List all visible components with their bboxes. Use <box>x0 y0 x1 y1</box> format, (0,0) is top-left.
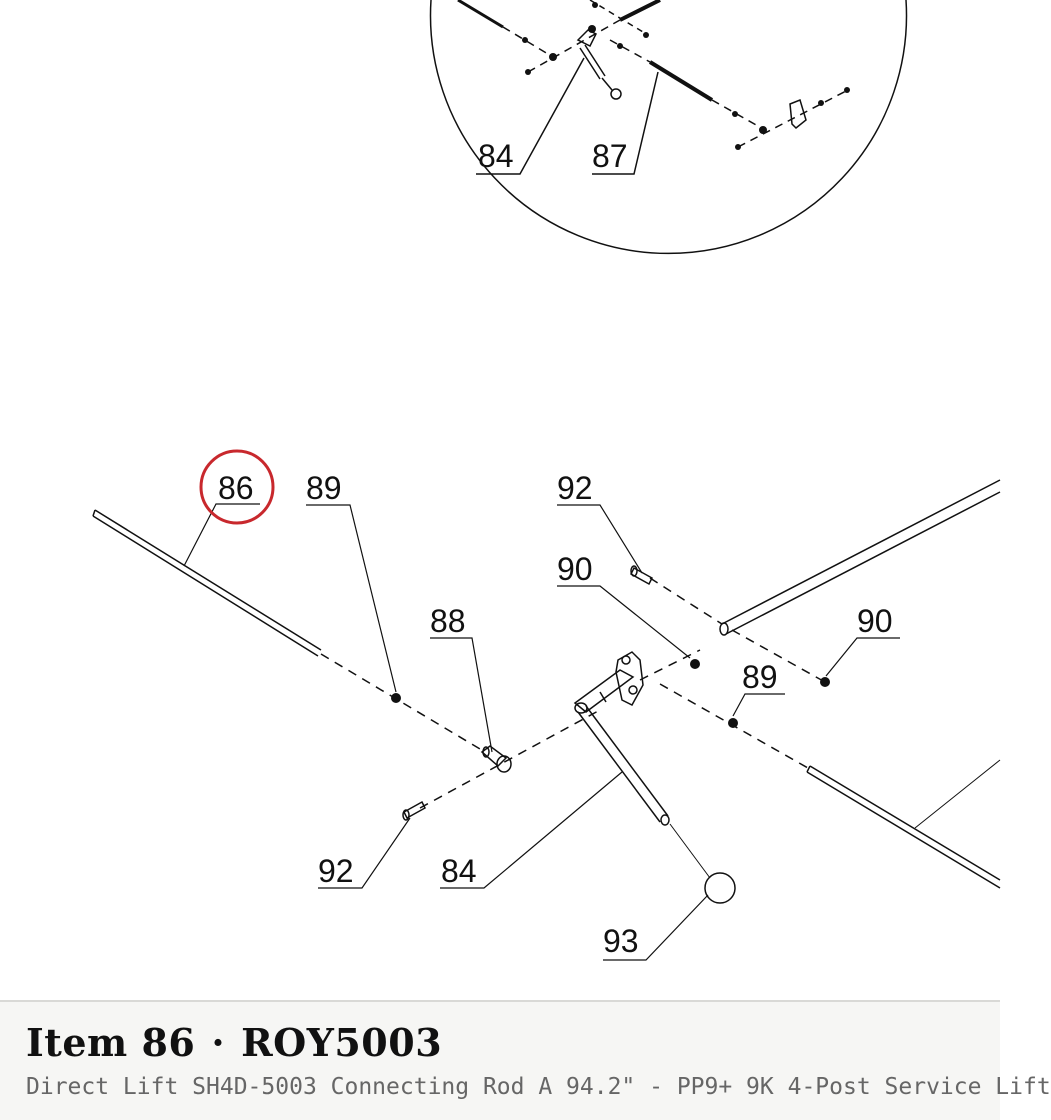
callout-92-bottom[interactable]: 92 <box>318 853 354 889</box>
connecting-rod-lower <box>806 765 1001 889</box>
leader-90-left <box>557 585 691 659</box>
callout-88[interactable]: 88 <box>430 603 466 639</box>
leader-89-left <box>306 504 397 693</box>
leader-92-bottom <box>318 817 411 889</box>
connecting-rod-86 <box>92 509 322 657</box>
callout-inset-84: 84 <box>478 138 514 174</box>
callout-92-top[interactable]: 92 <box>557 470 593 506</box>
highlight-ring <box>199 449 275 525</box>
leader-93 <box>603 894 709 961</box>
title-separator: · <box>211 1020 226 1065</box>
connecting-rod-upper <box>719 479 1001 636</box>
part-number: ROY5003 <box>241 1020 443 1065</box>
callout-90-right[interactable]: 90 <box>857 603 893 639</box>
detail-inset <box>429 0 908 255</box>
parts-diagram: 84 87 <box>92 0 1001 961</box>
leader-inset-87 <box>592 71 659 175</box>
inset-circle <box>429 0 908 255</box>
callout-93[interactable]: 93 <box>603 923 639 959</box>
callout-90-left[interactable]: 90 <box>557 551 593 587</box>
item-info-panel: Item 86 · ROY5003 Direct Lift SH4D-5003 Co… <box>0 1000 1051 1120</box>
leader-88 <box>430 637 493 753</box>
leader-inset-84 <box>476 57 585 175</box>
callout-inset-87: 87 <box>592 138 628 174</box>
item-title: Item 86 · ROY5003 <box>26 1020 442 1065</box>
bolt-92-top <box>630 565 653 586</box>
item-label: Item 86 <box>26 1020 196 1065</box>
leader-90-right <box>825 637 900 677</box>
callout-86[interactable]: 86 <box>218 470 254 506</box>
leader-84 <box>440 771 623 889</box>
main-assembly <box>92 479 1001 961</box>
leader-86 <box>183 503 260 567</box>
callout-89-right[interactable]: 89 <box>742 659 778 695</box>
callout-84[interactable]: 84 <box>441 853 477 889</box>
bolt-92-bottom <box>402 800 426 821</box>
item-description: Direct Lift SH4D-5003 Connecting Rod A 9… <box>26 1074 1051 1100</box>
knob-93 <box>704 872 736 904</box>
crank-84 <box>573 651 670 826</box>
fitting-88 <box>480 745 512 773</box>
leader-89-right <box>732 693 785 717</box>
leader-92-top <box>557 504 643 574</box>
callout-89-left[interactable]: 89 <box>306 470 342 506</box>
